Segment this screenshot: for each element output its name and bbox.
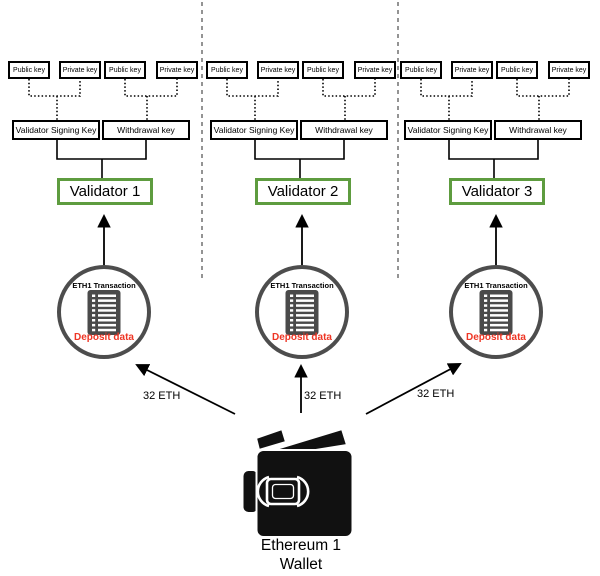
eth1-transaction-title: ETH1 Transaction [72,281,136,290]
public-key-box: Public key [400,61,442,79]
public-key-box: Public key [302,61,344,79]
private-key-box: Private key [156,61,198,79]
deposit-data-caption: Deposit data [73,332,134,343]
validator-signing-key-box: Validator Signing Key [210,120,298,140]
withdrawal-key-box: Withdrawal key [102,120,190,140]
wallet-card-small [254,427,288,452]
wallet-tab [243,471,258,512]
public-key-box: Public key [496,61,538,79]
deposit-arrows [135,363,462,415]
private-key-box: Private key [548,61,590,79]
private-key-box: Private key [59,61,101,79]
wallet-button-inner [271,483,295,500]
withdrawal-key-box: Withdrawal key [300,120,388,140]
deposit-data-caption: Deposit data [271,332,332,343]
wallet-icon [243,427,354,538]
validator-column-1: Public key Private key Public key Privat… [0,0,198,420]
wallet-body [255,449,354,538]
private-key-box: Private key [354,61,396,79]
wallet-caption-line2: Wallet [279,556,323,573]
validator-signing-key-box: Validator Signing Key [404,120,492,140]
eth-amount-label-1: 32 ETH [143,390,181,402]
wallet-caption-line1: Ethereum 1 [260,537,342,554]
withdrawal-key-box: Withdrawal key [494,120,582,140]
validator-signing-key-box: Validator Signing Key [12,120,100,140]
validator-1-box: Validator 1 [57,178,153,205]
validator-column-2: Public key Private key Public key Privat… [198,0,396,420]
validator-2-box: Validator 2 [255,178,351,205]
public-key-box: Public key [104,61,146,79]
validator-column-3: Public key Private key Public key Privat… [392,0,590,420]
wallet-button-outer [265,477,301,506]
eth-amount-label-3: 32 ETH [417,388,455,400]
wallet-caption: Ethereum 1 Wallet [228,536,374,574]
wallet-clasp-right [296,475,310,508]
private-key-box: Private key [451,61,493,79]
deposit-data-caption: Deposit data [465,332,526,343]
private-key-box: Private key [257,61,299,79]
public-key-box: Public key [206,61,248,79]
arrow-wallet-to-validator1 [135,364,236,415]
eth1-transaction-title: ETH1 Transaction [270,281,334,290]
wallet-clasp-left [256,475,270,508]
arrow-wallet-to-validator3 [365,363,462,415]
eth-amount-label-2: 32 ETH [304,390,342,402]
eth1-transaction-title: ETH1 Transaction [464,281,528,290]
validator-3-box: Validator 3 [449,178,545,205]
public-key-box: Public key [8,61,50,79]
